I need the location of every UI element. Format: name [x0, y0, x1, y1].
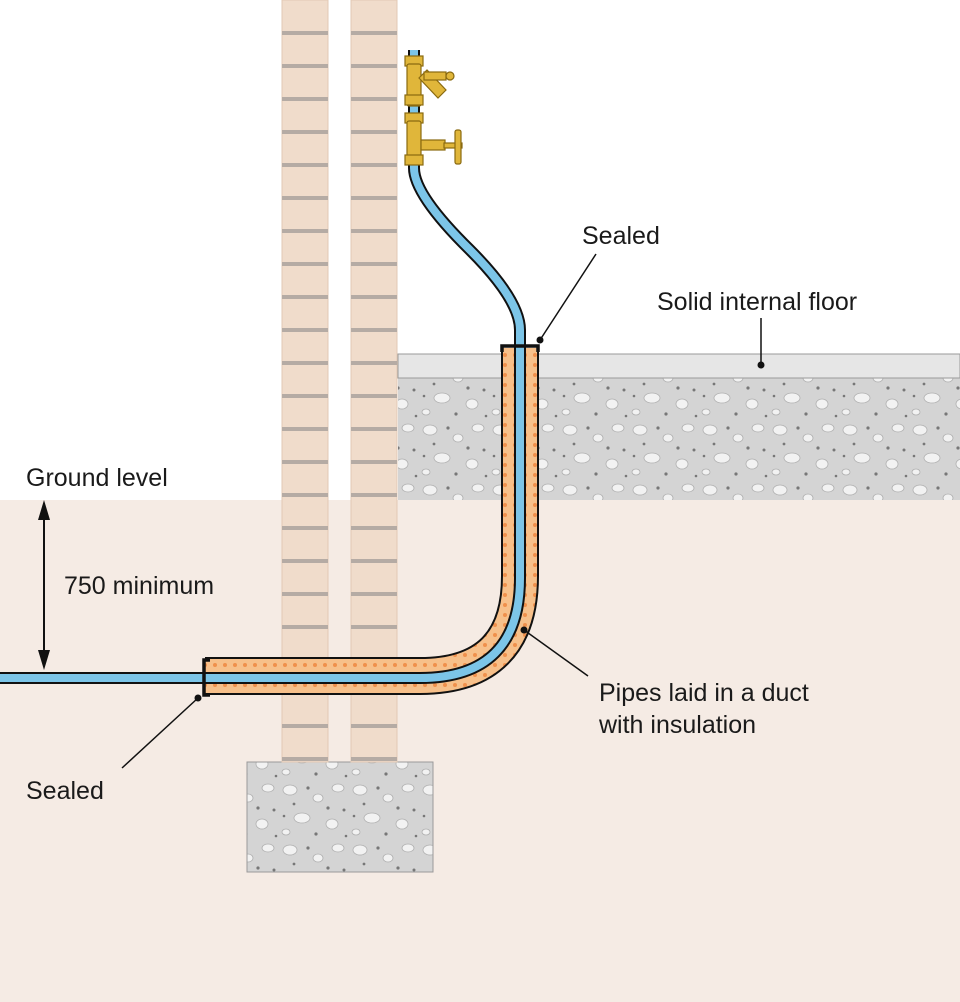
- duct-leader-dot: [520, 626, 528, 634]
- mortar-joint: [282, 394, 328, 398]
- mortar-joint: [282, 724, 328, 728]
- mortar-joint: [351, 592, 397, 596]
- mortar-joint: [282, 31, 328, 35]
- mortar-joint: [282, 64, 328, 68]
- water-pipe: [0, 50, 524, 682]
- mortar-joint: [351, 328, 397, 332]
- mortar-joint: [351, 229, 397, 233]
- mortar-joint: [282, 427, 328, 431]
- wall-leaf-inner: [350, 0, 398, 763]
- stopcock-icon: [404, 112, 463, 166]
- mortar-joint: [282, 625, 328, 629]
- mortar-joint: [282, 163, 328, 167]
- depth-dimension-arrow: [38, 500, 50, 670]
- seal-external: [202, 658, 210, 697]
- brick-leaf-body: [281, 0, 329, 763]
- sealed-bottom-label: Sealed: [26, 777, 104, 805]
- mortar-joint: [351, 427, 397, 431]
- ground: [0, 500, 960, 1002]
- mortar-joint: [351, 559, 397, 563]
- sealed-top-leader-dot: [536, 336, 544, 344]
- mortar-joint: [282, 130, 328, 134]
- sealed-top-label: Sealed: [582, 222, 660, 250]
- mortar-joint: [351, 625, 397, 629]
- floor-concrete: [398, 378, 960, 500]
- mortar-joint: [282, 262, 328, 266]
- duct-label-line2: with insulation: [598, 711, 756, 739]
- depth-label: 750 minimum: [64, 572, 214, 600]
- floor-leader-dot: [757, 361, 765, 369]
- ground-level-label: Ground level: [26, 464, 168, 492]
- mortar-joint: [282, 361, 328, 365]
- mortar-joint: [351, 394, 397, 398]
- mortar-joint: [282, 592, 328, 596]
- mortar-joint: [351, 460, 397, 464]
- mortar-joint: [282, 526, 328, 530]
- floor-screed: [397, 353, 960, 379]
- mortar-joint: [351, 262, 397, 266]
- duct-leader: [523, 629, 589, 677]
- mortar-joint: [351, 196, 397, 200]
- sealed-bottom-leader: [121, 697, 199, 769]
- mortar-joint: [282, 196, 328, 200]
- mortar-joint: [282, 757, 328, 761]
- duct-label-line1: Pipes laid in a duct: [599, 679, 809, 707]
- mortar-joint: [282, 559, 328, 563]
- mortar-joint: [351, 757, 397, 761]
- mortar-joint: [351, 526, 397, 530]
- mortar-joint: [351, 64, 397, 68]
- mortar-joint: [282, 295, 328, 299]
- mortar-joint: [351, 724, 397, 728]
- drain-valve-icon: [404, 55, 455, 107]
- mortar-joint: [282, 229, 328, 233]
- brick-leaf-body: [350, 0, 398, 763]
- mortar-joint: [282, 493, 328, 497]
- mortar-joint: [351, 295, 397, 299]
- foundation: [246, 761, 434, 873]
- floor-label: Solid internal floor: [657, 288, 857, 316]
- mortar-joint: [351, 493, 397, 497]
- mortar-joint: [351, 31, 397, 35]
- mortar-joint: [282, 97, 328, 101]
- seal-internal: [500, 344, 540, 352]
- mortar-joint: [351, 163, 397, 167]
- mortar-joint: [351, 361, 397, 365]
- mortar-joint: [351, 130, 397, 134]
- mortar-joint: [282, 460, 328, 464]
- sealed-top-leader: [539, 253, 597, 341]
- wall-leaf-outer: [281, 0, 329, 763]
- mortar-joint: [351, 97, 397, 101]
- sealed-bottom-leader-dot: [194, 694, 202, 702]
- mortar-joint: [282, 328, 328, 332]
